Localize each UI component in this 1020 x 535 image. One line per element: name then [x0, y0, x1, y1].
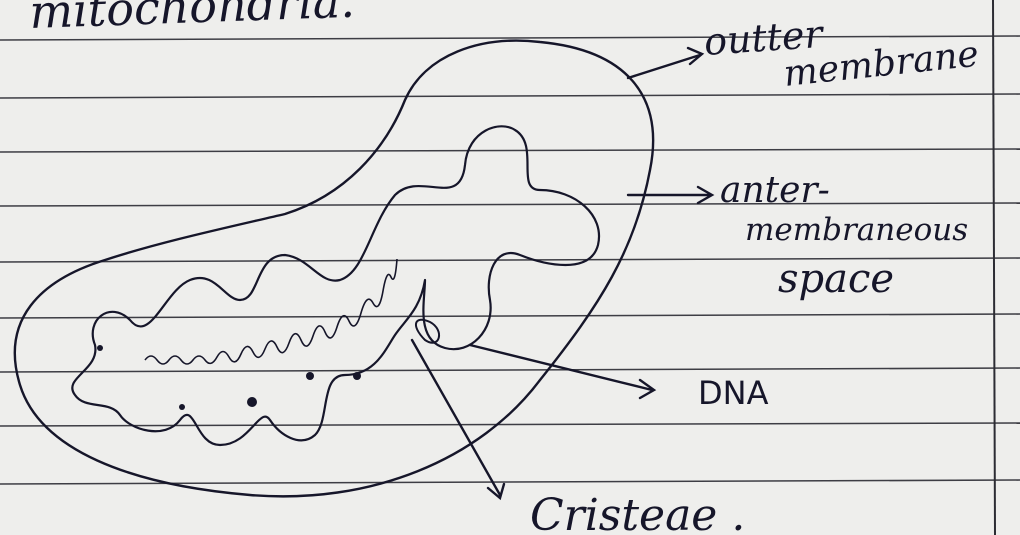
dna-label: DNA [698, 374, 769, 412]
intermembrane-label-line2: membraneous [745, 212, 968, 248]
intermembrane-label-line1: anter- [720, 170, 830, 211]
intermembrane-label-line3: space [778, 256, 894, 302]
cristae-label: Cristeae . [530, 490, 745, 535]
